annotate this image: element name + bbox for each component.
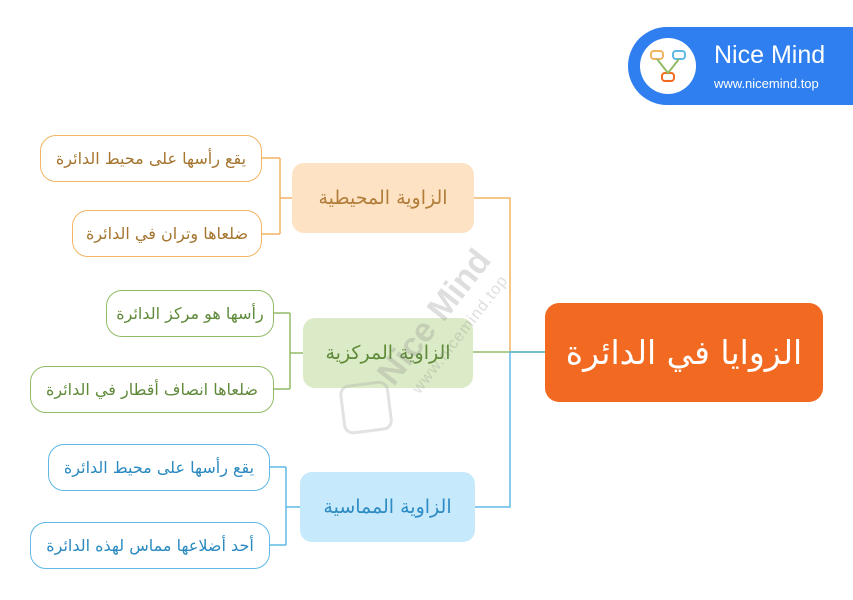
mindmap-logo-icon — [640, 38, 696, 94]
connector-branch2-leaves — [274, 312, 303, 390]
brand-logo[interactable]: Nice Mind www.nicemind.top — [628, 27, 853, 105]
connector-central-branch1 — [474, 197, 545, 353]
leaf-central-vertex[interactable]: رأسها هو مركز الدائرة — [106, 290, 274, 337]
connector-branch3-leaves — [270, 466, 300, 546]
branch-central-angle[interactable]: الزاوية المركزية — [303, 318, 473, 388]
central-topic[interactable]: الزوايا في الدائرة — [545, 303, 823, 402]
leaf-inscribed-vertex[interactable]: يقع رأسها على محيط الدائرة — [40, 135, 262, 182]
brand-url: www.nicemind.top — [714, 76, 819, 91]
connector-central-branch3 — [475, 351, 545, 508]
leaf-inscribed-sides[interactable]: ضلعاها وتران في الدائرة — [72, 210, 262, 257]
leaf-central-sides[interactable]: ضلعاها انصاف أقطار في الدائرة — [30, 366, 274, 413]
connector-branch1-leaves — [262, 157, 292, 235]
brand-name: Nice Mind — [714, 41, 826, 69]
branch-inscribed-angle[interactable]: الزاوية المحيطية — [292, 163, 474, 233]
leaf-tangent-side[interactable]: أحد أضلاعها مماس لهذه الدائرة — [30, 522, 270, 569]
leaf-tangent-vertex[interactable]: يقع رأسها على محيط الدائرة — [48, 444, 270, 491]
branch-tangent-angle[interactable]: الزاوية المماسية — [300, 472, 475, 542]
